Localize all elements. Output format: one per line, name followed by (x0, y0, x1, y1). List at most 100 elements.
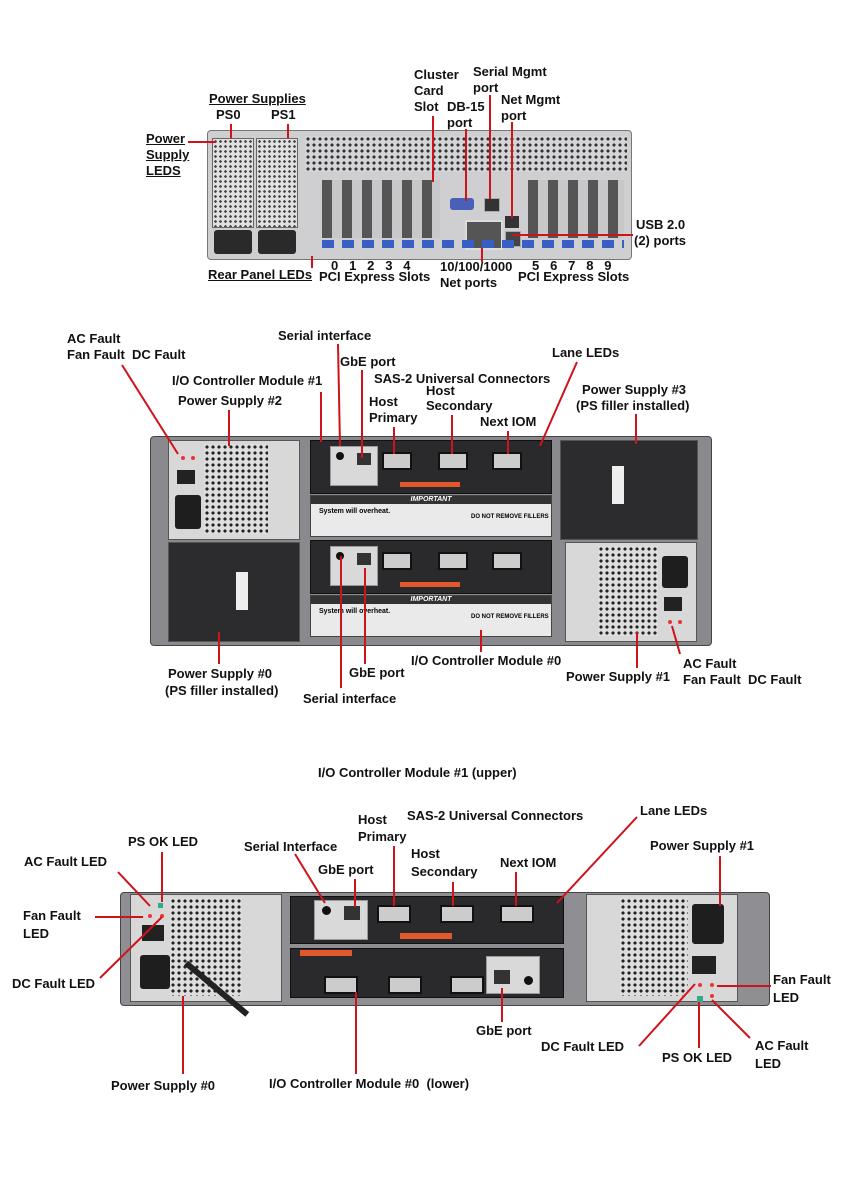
power-supply-3-filler (560, 440, 698, 540)
cluster-card-slot-line1: Cluster (414, 67, 459, 82)
leader-line (515, 872, 517, 906)
io-controller-module-0-label: I/O Controller Module #0 (lower) (269, 1076, 470, 1091)
ac-fault-label-top: AC Fault (67, 331, 121, 346)
cluster-card-slot-line3: Slot (414, 99, 439, 114)
host-primary-line2: Primary (369, 410, 418, 425)
gbe-port-label-top: GbE port (340, 354, 396, 369)
host-secondary-line2: Secondary (411, 864, 478, 879)
psu0-led-ok (158, 903, 163, 908)
psu2-led-red (181, 456, 185, 460)
leader-line (340, 556, 342, 688)
leader-line (117, 871, 151, 907)
filler-label (236, 572, 248, 610)
fan-fault-led-label-right-line1: Fan Fault (773, 972, 831, 987)
host-secondary-line1: Host (411, 846, 440, 861)
ps-ok-led-label-left: PS OK LED (128, 834, 199, 849)
filler-do-not-remove: DO NOT REMOVE FILLERS (471, 614, 549, 620)
psu0-ac-inlet (140, 955, 170, 989)
leader-line (556, 816, 638, 904)
gbe-port-label-bottom: GbE port (476, 1023, 532, 1038)
leader-line (638, 983, 696, 1047)
db15-port-line1: DB-15 (447, 99, 485, 114)
power-supply-1-label: Power Supply #1 (650, 838, 755, 853)
pci-slots-left (322, 180, 440, 238)
leader-line (311, 256, 313, 268)
serial-mgmt-port-line1: Serial Mgmt (473, 64, 547, 79)
serial-mgmt-port-line2: port (473, 80, 499, 95)
next-iom-label: Next IOM (500, 855, 557, 870)
iom0-serial-jack (524, 976, 533, 985)
filler-warning-text: System will overheat. (319, 608, 391, 615)
iom0-gbe-jack (357, 553, 371, 565)
power-supply-0-label: Power Supply #0 (111, 1078, 216, 1093)
power-supply-2-label: Power Supply #2 (178, 393, 283, 408)
power-supply-leds-line1: Power (146, 131, 186, 146)
leader-line (501, 988, 503, 1022)
iom1-sas-port-1 (438, 452, 468, 470)
ac-fault-led-label-left: AC Fault LED (24, 854, 108, 869)
leader-line (99, 916, 163, 979)
psu1-fan-grille (598, 546, 658, 636)
net-mgmt-port-line2: port (501, 108, 527, 123)
psu1-led-red (710, 994, 714, 998)
serial-interface-label: Serial Interface (244, 839, 338, 854)
leader-line (294, 853, 326, 904)
leader-line (636, 632, 638, 668)
leader-line (717, 985, 771, 987)
serial-mgmt-jack (484, 198, 500, 212)
iom0-sas-port-0 (382, 552, 412, 570)
dc-fault-led-label-left: DC Fault LED (12, 976, 96, 991)
fan-dc-fault-label-top: Fan Fault DC Fault (67, 347, 186, 362)
filler-warning-text: System will overheat. (319, 508, 391, 515)
leader-line (481, 248, 483, 262)
filler-important-banner: IMPORTANT (311, 596, 551, 604)
psu-bay-ps0 (212, 138, 254, 228)
net-mgmt-port-line1: Net Mgmt (501, 92, 561, 107)
gbe-port-label-bottom: GbE port (349, 665, 405, 680)
psu0-led-red (148, 914, 152, 918)
host-secondary-line1: Host (426, 383, 455, 398)
host-secondary-line2: Secondary (426, 398, 493, 413)
host-primary-line2: Primary (358, 829, 407, 844)
filler-do-not-remove: DO NOT REMOVE FILLERS (471, 514, 549, 520)
leader-line (511, 122, 513, 218)
ac-fault-led-label-right-line2: LED (755, 1056, 781, 1071)
pci-slots-left-label: PCI Express Slots (319, 269, 431, 284)
power-supply-0-line2: (PS filler installed) (165, 683, 279, 698)
psu-power-inlet-0 (214, 230, 252, 254)
sas2-connectors-label: SAS-2 Universal Connectors (374, 371, 551, 386)
io-controller-module-0-label: I/O Controller Module #0 (411, 653, 562, 668)
ps-ok-led-label-right: PS OK LED (662, 1050, 733, 1065)
iom1-serial-jack (336, 452, 344, 460)
iom1-latch (400, 933, 452, 939)
leader-line (161, 852, 163, 902)
psu2-led-red (191, 456, 195, 460)
pci-slot-numbers-right: 5 6 7 8 9 (532, 258, 612, 273)
leader-line (354, 879, 356, 907)
power-supply-0-line1: Power Supply #0 (168, 666, 273, 681)
iom0-sas-port-2 (324, 976, 358, 994)
iom1-gbe-jack (344, 906, 360, 920)
ps1-label: PS1 (271, 107, 296, 122)
leader-line (671, 625, 681, 655)
fan-fault-led-label-right-line2: LED (773, 990, 799, 1005)
psu1-led-red (678, 620, 682, 624)
net-ports-line2: Net ports (440, 275, 498, 290)
psu0-switch (142, 925, 164, 941)
leader-line (513, 234, 633, 236)
psu2-fan-grille (204, 444, 268, 534)
iom0-sas-port-0 (450, 976, 484, 994)
leader-line (228, 410, 230, 446)
sas2-connectors-label: SAS-2 Universal Connectors (407, 808, 584, 823)
leader-line (539, 361, 578, 447)
usb-ports-line1: USB 2.0 (636, 217, 686, 232)
leader-line (320, 392, 322, 442)
psu1-led-red (698, 983, 702, 987)
power-supply-3-line1: Power Supply #3 (582, 382, 687, 397)
power-supply-3-line2: (PS filler installed) (576, 398, 690, 413)
leader-line (121, 364, 179, 455)
psu1-led-red (710, 983, 714, 987)
psu1-led-ok (697, 996, 703, 1002)
psu2-switch (177, 470, 195, 484)
